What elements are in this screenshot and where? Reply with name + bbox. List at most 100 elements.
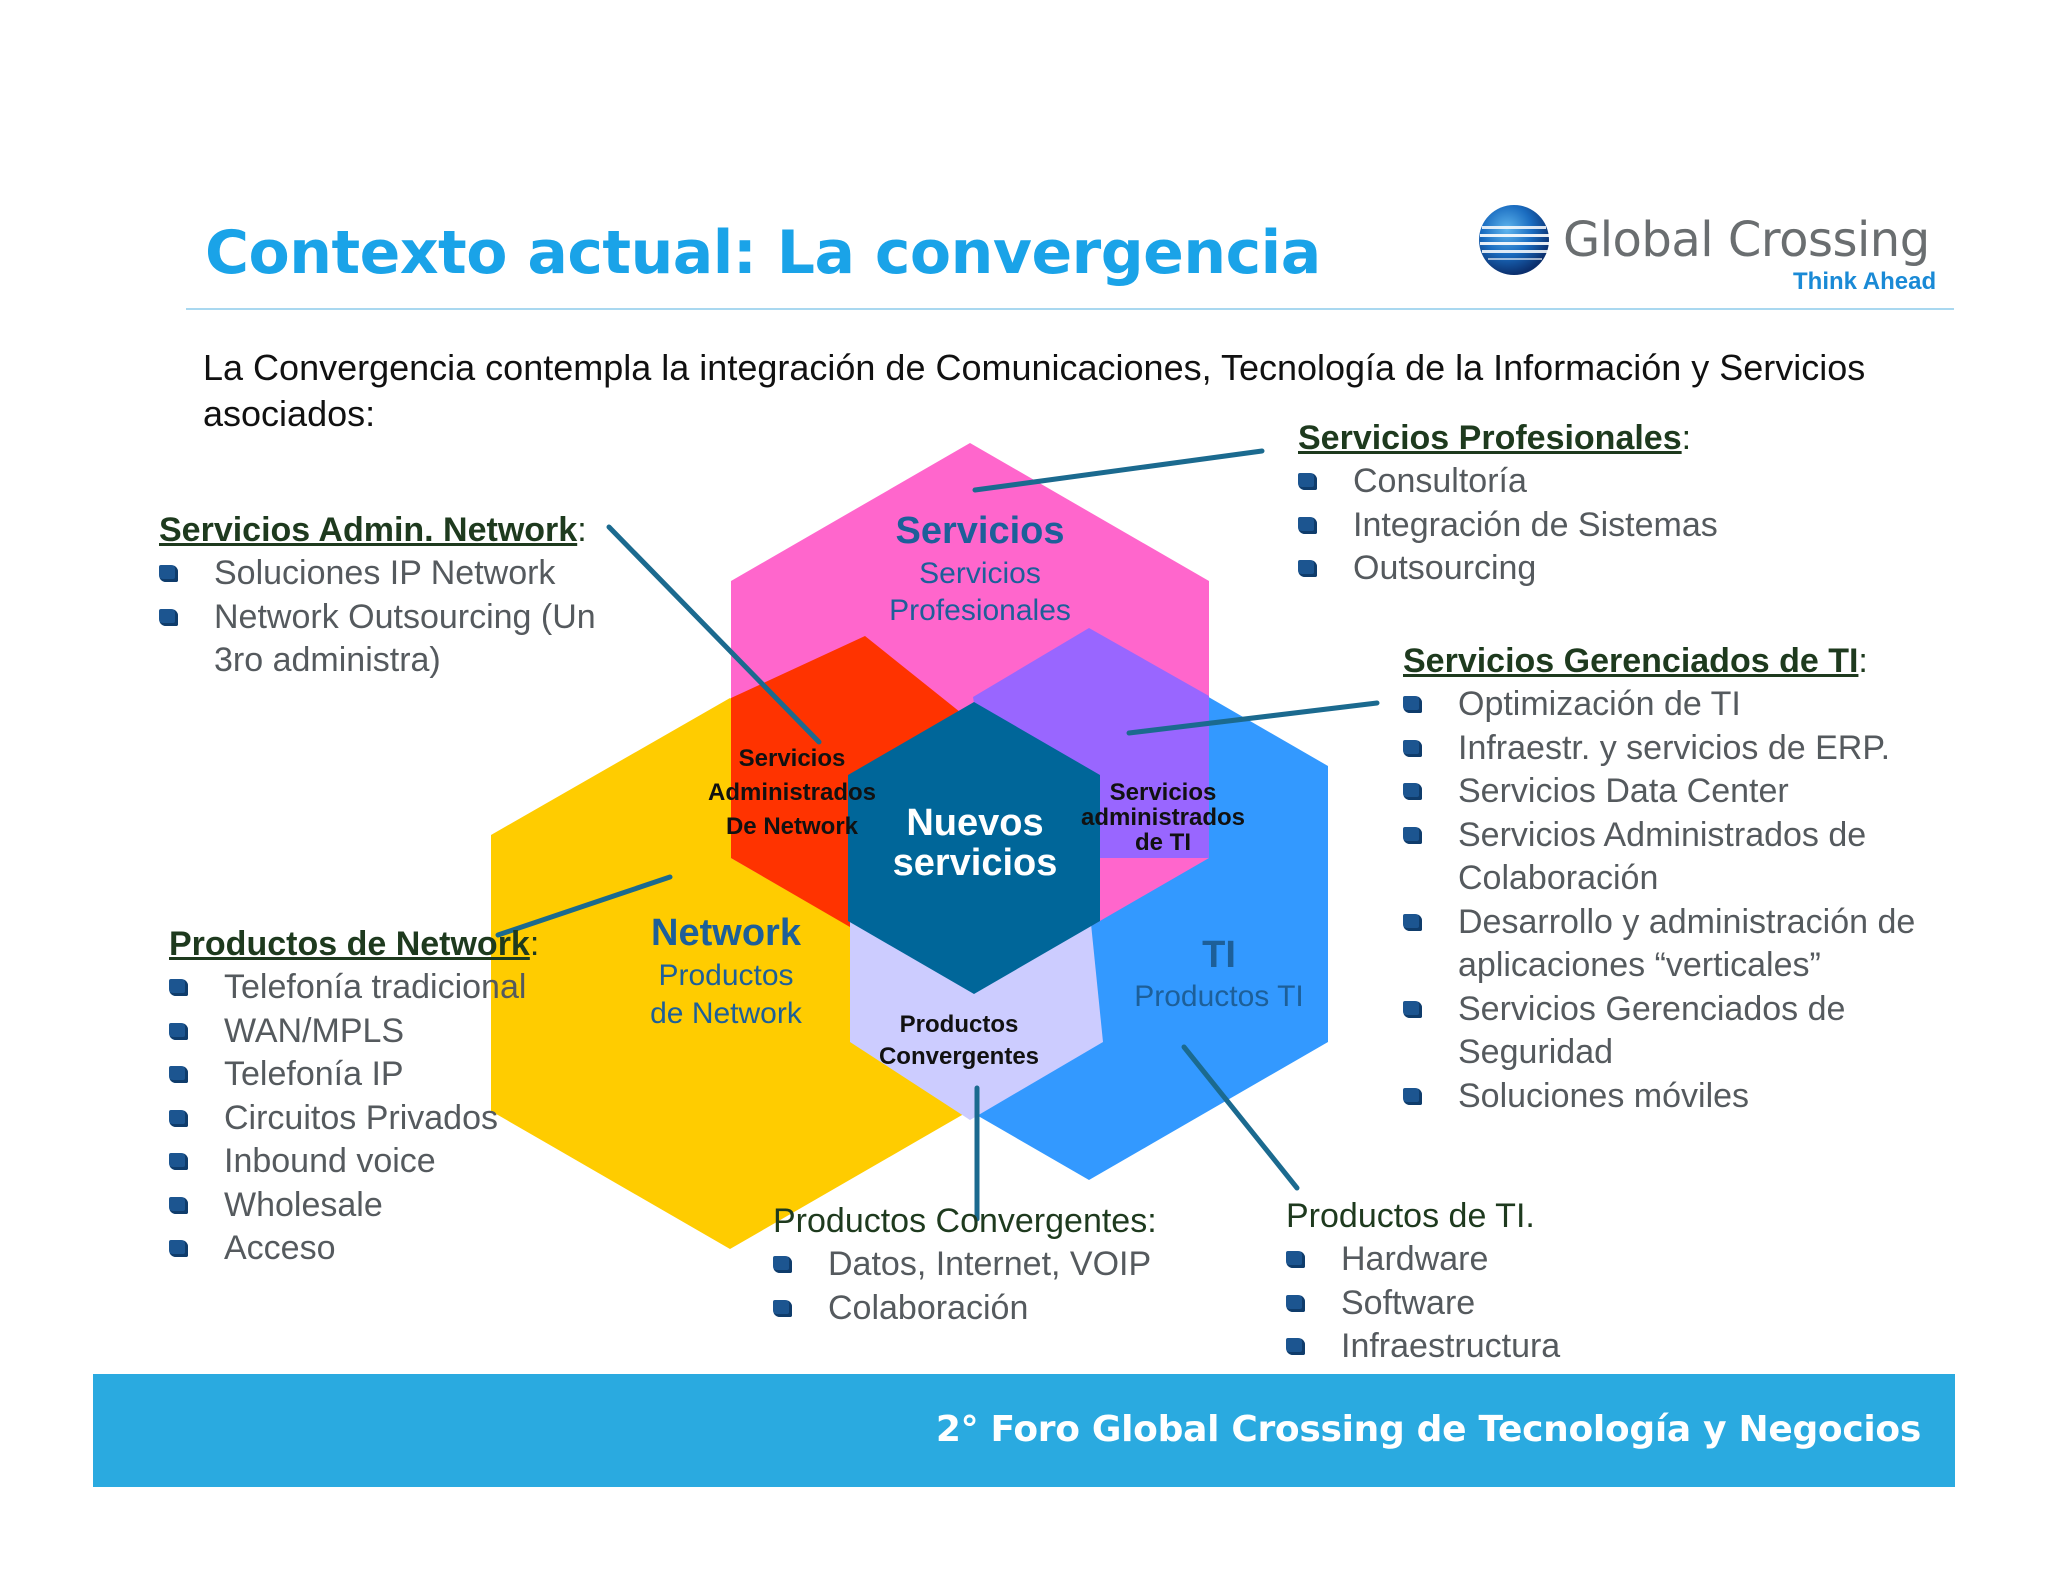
block-heading: Servicios Admin. Network: — [159, 511, 587, 549]
list-item-text: WAN/MPLS — [224, 1011, 405, 1050]
list-item: Wholesale — [169, 1184, 649, 1228]
admin-ti-line3: de TI — [1135, 829, 1191, 856]
servicios-title: Servicios — [896, 510, 1065, 552]
list-item: Infraestr. y servicios de ERP. — [1403, 727, 2003, 771]
bullet-list: Hardware Software Infraestructura — [1286, 1238, 1686, 1369]
block-servicios-profesionales: Servicios Profesionales: Consultoría Int… — [1298, 416, 1998, 591]
bullet-list: Telefonía tradicional WAN/MPLS Telefonía… — [169, 966, 649, 1271]
admin-network-line3: De Network — [726, 813, 859, 840]
list-item: Circuitos Privados — [169, 1097, 649, 1141]
globe-icon — [1479, 205, 1550, 275]
title-divider — [186, 308, 1954, 310]
admin-network-line1: Servicios — [739, 745, 846, 772]
list-item-text: Outsourcing — [1353, 549, 1537, 587]
bullet-list: Optimización de TI Infraestr. y servicio… — [1403, 683, 2003, 1118]
connector-gerenciados-ti — [1126, 700, 1380, 736]
network-line2: de Network — [650, 997, 803, 1030]
center-line1: Nuevos — [906, 802, 1043, 844]
bullet-icon — [1403, 826, 1422, 844]
list-item-text: Datos, Internet, VOIP — [828, 1245, 1152, 1283]
connector-admin-network — [606, 524, 822, 745]
global-crossing-logo — [1479, 205, 1550, 275]
connector-servicios-profesionales — [972, 448, 1265, 493]
block-servicios-admin-network: Servicios Admin. Network: Soluciones IP … — [159, 508, 649, 683]
list-item: Acceso — [169, 1227, 649, 1271]
list-item: Optimización de TI — [1403, 683, 2003, 727]
bullet-icon — [773, 1256, 792, 1273]
list-item: Datos, Internet, VOIP — [773, 1243, 1233, 1287]
ti-title: TI — [1202, 934, 1236, 976]
servicios-line2: Profesionales — [889, 594, 1071, 627]
bullet-icon — [1403, 1000, 1422, 1018]
list-item-text: Servicios Data Center — [1458, 772, 1789, 810]
list-item-text: Optimización de TI — [1458, 685, 1741, 723]
bullet-icon — [169, 1153, 188, 1170]
bullet-icon — [1298, 473, 1317, 490]
list-item-text: Servicios Gerenciados de Seguridad — [1458, 989, 1846, 1072]
list-item: Servicios Administrados de Colaboración — [1403, 814, 2003, 901]
list-item: Colaboración — [773, 1287, 1233, 1331]
heading-text: Productos de Network — [169, 925, 530, 963]
list-item: Inbound voice — [169, 1140, 649, 1184]
bullet-icon — [169, 1240, 188, 1257]
list-item-text: Soluciones IP Network — [214, 554, 556, 592]
page-title: Contexto actual: La convergencia — [205, 218, 1321, 288]
logo-wordmark: Global Crossing — [1563, 212, 1930, 268]
logo-tagline: Think Ahead — [1793, 268, 1937, 295]
list-item: Servicios Data Center — [1403, 770, 2003, 814]
list-item-text: Servicios Administrados de Colaboración — [1458, 815, 1867, 898]
network-line1: Productos — [658, 959, 793, 992]
list-item-text: Software — [1341, 1283, 1476, 1322]
list-item-text: Acceso — [224, 1229, 336, 1267]
list-item-text: Hardware — [1341, 1240, 1489, 1278]
footer-text: 2° Foro Global Crossing de Tecnología y … — [935, 1409, 1921, 1450]
admin-ti-line1: Servicios — [1110, 779, 1217, 806]
bullet-icon — [169, 979, 188, 996]
heading-text: Servicios Profesionales — [1298, 419, 1682, 457]
center-line2: servicios — [893, 842, 1058, 884]
bullet-list: Datos, Internet, VOIP Colaboración — [773, 1243, 1233, 1330]
bullet-icon — [159, 565, 178, 582]
list-item-text: Network Outsourcing (Un 3ro administra) — [214, 597, 596, 680]
intro-paragraph: La Convergencia contempla la integración… — [203, 347, 1866, 434]
connector-productos-ti — [1181, 1044, 1300, 1191]
bullet-icon — [1286, 1294, 1305, 1312]
list-item-text: Circuitos Privados — [224, 1098, 498, 1137]
list-item: Hardware — [1286, 1238, 1686, 1282]
bullet-icon — [169, 1022, 188, 1040]
list-item-text: Soluciones móviles — [1458, 1076, 1750, 1115]
heading-text: Servicios Gerenciados de TI — [1403, 642, 1859, 680]
block-productos-ti: Productos de TI. Hardware Software Infra… — [1286, 1194, 1686, 1369]
block-heading: Servicios Profesionales: — [1298, 419, 1692, 457]
bullet-icon — [169, 1066, 188, 1083]
center-hexagon — [848, 702, 1100, 994]
list-item: Servicios Gerenciados de Seguridad — [1403, 988, 2003, 1075]
bullet-icon — [1403, 696, 1422, 713]
block-heading: Productos Convergentes: — [773, 1202, 1157, 1240]
block-heading: Servicios Gerenciados de TI: — [1403, 642, 1868, 680]
list-item: Telefonía tradicional — [169, 966, 649, 1010]
bullet-icon — [1403, 739, 1422, 757]
list-item: Network Outsourcing (Un 3ro administra) — [159, 596, 649, 683]
servicios-line1: Servicios — [919, 557, 1041, 590]
bullet-icon — [1286, 1251, 1305, 1268]
list-item: Consultoría — [1298, 460, 1998, 504]
list-item: Outsourcing — [1298, 547, 1998, 591]
admin-ti-line2: administrados — [1081, 804, 1245, 831]
list-item-text: Infraestr. y servicios de ERP. — [1458, 728, 1891, 767]
list-item: Integración de Sistemas — [1298, 504, 1998, 548]
block-servicios-gerenciados-ti: Servicios Gerenciados de TI: Optimizació… — [1403, 639, 2003, 1118]
bullet-list: Consultoría Integración de Sistemas Outs… — [1298, 460, 1998, 591]
list-item-text: Inbound voice — [224, 1142, 436, 1180]
bullet-icon — [1286, 1338, 1305, 1355]
list-item-text: Telefonía tradicional — [224, 968, 527, 1006]
footer-banner: 2° Foro Global Crossing de Tecnología y … — [93, 1374, 1955, 1487]
list-item: Soluciones IP Network — [159, 552, 649, 596]
bullet-icon — [1403, 913, 1422, 931]
bullet-icon — [1298, 516, 1317, 534]
block-productos-convergentes: Productos Convergentes: Datos, Internet,… — [773, 1199, 1233, 1330]
block-heading: Productos de TI. — [1286, 1197, 1535, 1235]
list-item: WAN/MPLS — [169, 1010, 649, 1054]
bullet-icon — [169, 1109, 188, 1127]
